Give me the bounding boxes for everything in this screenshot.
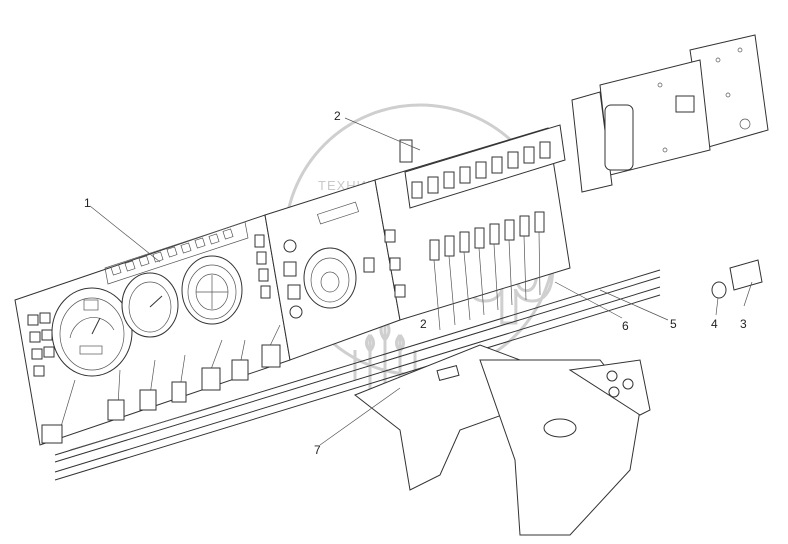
relay-fuse-panel: 2 [374, 124, 571, 331]
connector-plug [171, 381, 187, 403]
connector-plug [231, 359, 249, 381]
label-plate [729, 259, 763, 291]
small-gauge [303, 247, 357, 309]
connector-plug [201, 367, 221, 391]
callout-3: 3 [740, 317, 747, 331]
speedometer-gauge [121, 272, 179, 338]
switch-button [33, 365, 45, 377]
callout-7: 7 [314, 443, 321, 457]
switch-button [39, 312, 51, 324]
switch-button [29, 331, 41, 343]
leader-lines [89, 117, 753, 446]
connector-plug [261, 344, 281, 368]
callouts: 1 2 3 4 5 6 7 [84, 109, 747, 457]
lower-console [354, 344, 651, 536]
fuse-row-lower [429, 211, 545, 261]
callout-5: 5 [670, 317, 677, 331]
callout-6: 6 [622, 319, 629, 333]
switch-button [41, 329, 53, 341]
connector-plug [41, 424, 63, 444]
harness-rails [54, 269, 661, 481]
rear-mounting-plate [571, 34, 769, 193]
console-socket [543, 418, 577, 438]
watermark-wheat-icon [353, 319, 417, 395]
toggle-switches [283, 239, 375, 319]
relay-module [604, 104, 634, 171]
center-control-panel [264, 179, 401, 361]
connector-plug [107, 399, 125, 421]
right-switch-column [254, 234, 271, 299]
switch-button [27, 314, 39, 326]
instrument-panel [14, 214, 291, 446]
callout-1: 1 [84, 196, 91, 210]
loose-parts [711, 259, 763, 299]
switch-button [31, 348, 43, 360]
left-switch-column [27, 312, 55, 377]
switch-button [43, 346, 55, 358]
relay-row-upper [411, 141, 551, 199]
indicator-lamp-strip [110, 228, 234, 276]
callout-4: 4 [711, 317, 718, 331]
callout-2: 2 [334, 109, 341, 123]
tachometer-gauge [181, 255, 243, 325]
tachograph-gauge [51, 287, 133, 377]
grommet [711, 281, 727, 299]
connector-tag [399, 139, 413, 163]
harness-connectors [41, 324, 281, 444]
connector-plug [139, 389, 157, 411]
gauge-tag-label: 2 [420, 317, 427, 331]
